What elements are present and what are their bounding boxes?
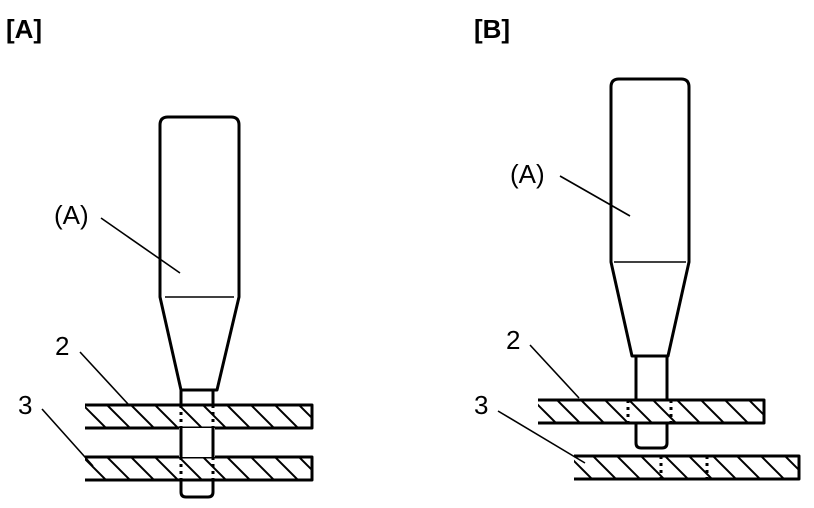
panel-a-plate-lower-label: 3: [18, 390, 32, 420]
panel-b-pin: [626, 356, 673, 450]
panel-a-tool-label: (A): [54, 200, 89, 230]
panel-a-plate-lower: [85, 455, 314, 482]
panel-a-tool-leader: [100, 217, 181, 274]
panel-b-tool: [609, 77, 691, 358]
panel-b-plate-lower: [574, 454, 801, 481]
panel-b-plate-lower-label: 3: [474, 390, 488, 420]
panel-a-plate-lower-leader: [41, 408, 94, 467]
panel-a-plate-upper-leader: [79, 351, 129, 405]
panel-a-title: [A]: [6, 14, 42, 44]
panel-b-plate-upper: [538, 398, 766, 425]
panel-b-plate-upper-label: 2: [506, 325, 520, 355]
panel-a-plate-upper-label: 2: [55, 331, 69, 361]
panel-a: [A]: [6, 14, 314, 499]
panel-b-tool-label: (A): [510, 159, 545, 189]
panel-b-plate-upper-leader: [529, 344, 580, 399]
panel-a-pin: [179, 390, 215, 499]
panel-b-title: [B]: [474, 14, 510, 44]
panel-b-plate-lower-leader: [497, 410, 586, 464]
panel-a-plate-upper: [85, 403, 314, 430]
panel-b: [B]: [474, 14, 801, 481]
panel-b-tool-leader: [559, 175, 631, 217]
panel-a-tool: [158, 115, 241, 392]
